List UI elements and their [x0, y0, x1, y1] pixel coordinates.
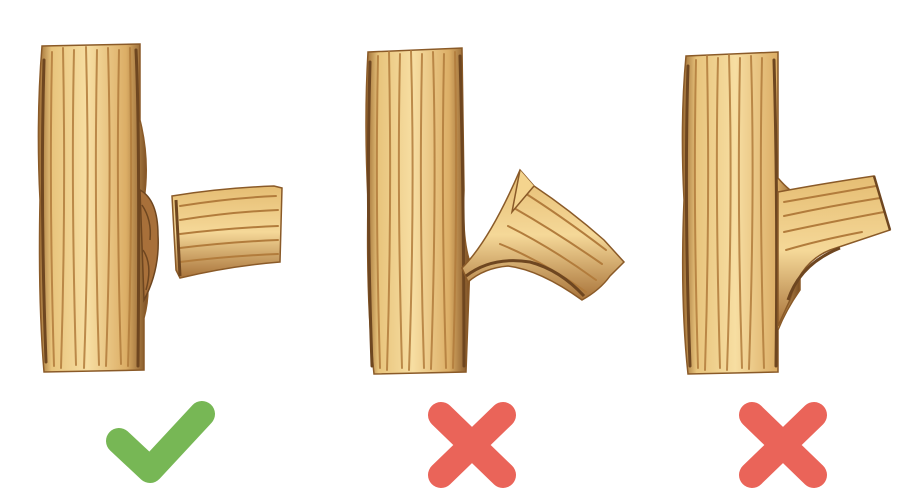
trunk-1	[38, 44, 158, 372]
panel-stub-left	[682, 52, 890, 374]
branch-stub-3	[778, 176, 890, 326]
panel-correct-cut	[38, 44, 282, 372]
check-icon	[119, 414, 202, 470]
cross-icon	[752, 415, 814, 475]
panel-torn-branch	[366, 48, 624, 374]
trunk-2	[366, 48, 470, 374]
torn-branch-2	[462, 170, 624, 300]
cross-icon	[441, 415, 503, 475]
cut-branch-1	[172, 186, 282, 278]
